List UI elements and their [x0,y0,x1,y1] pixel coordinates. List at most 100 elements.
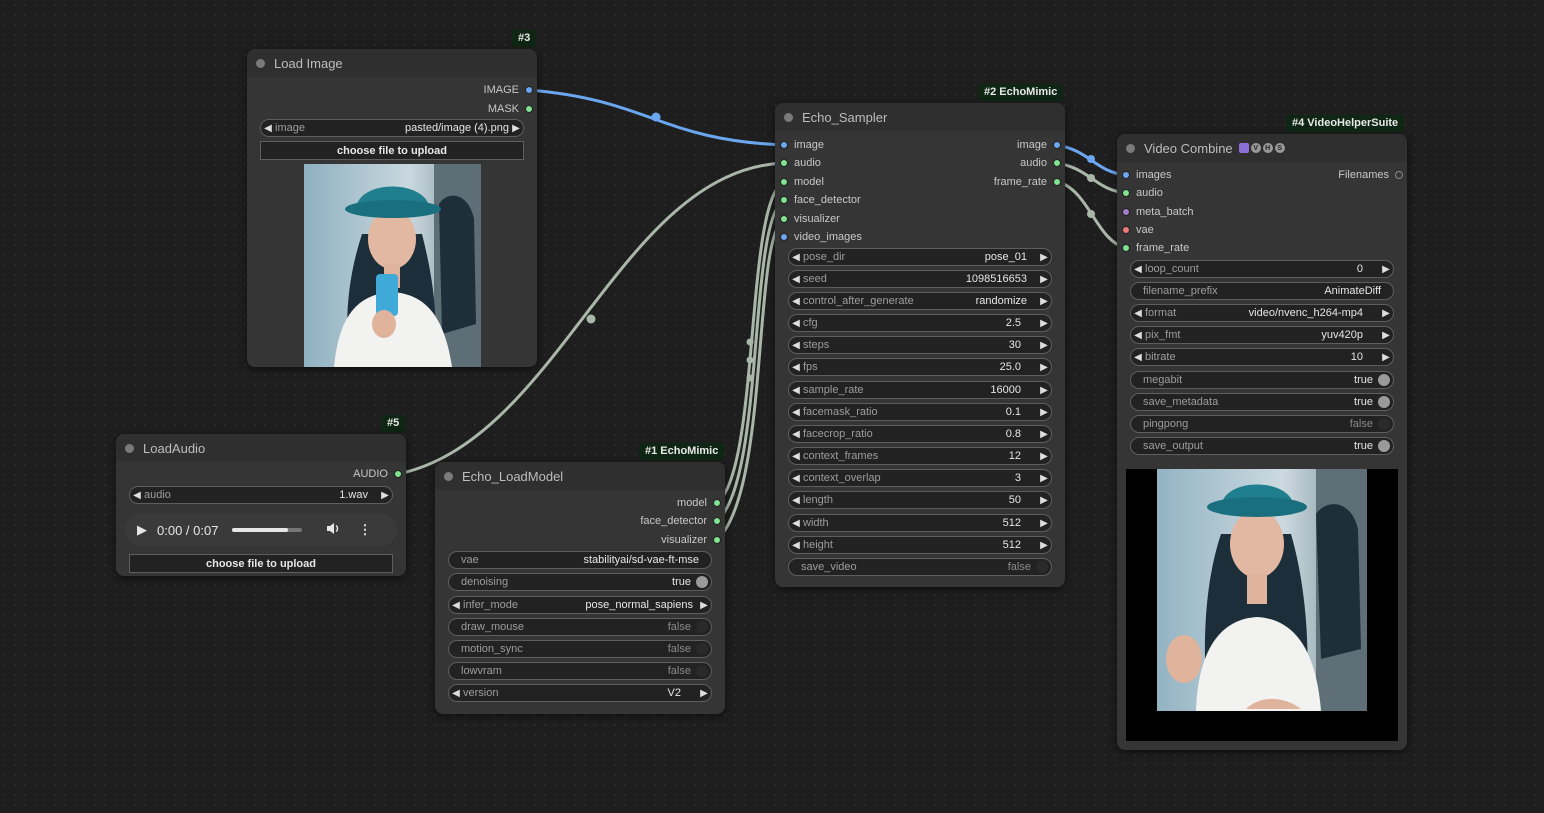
link-images-to-combine[interactable] [1054,143,1128,177]
toggle-knob-icon[interactable] [696,665,708,677]
right-arrow-icon[interactable]: ▶ [1040,539,1048,551]
left-arrow-icon[interactable]: ◀ [792,539,800,551]
output-socket-icon[interactable] [525,86,533,94]
left-arrow-icon[interactable]: ◀ [1134,329,1142,341]
more-options-icon[interactable]: ⋮ [358,522,372,537]
filename-prefix-widget[interactable]: filename_prefix AnimateDiff [1130,282,1394,300]
collapse-dot-icon[interactable] [125,443,134,453]
left-arrow-icon[interactable]: ◀ [452,687,460,699]
video-combine-node[interactable]: Video Combine V H S images audio meta_ba… [1117,134,1407,750]
left-arrow-icon[interactable]: ◀ [792,406,800,418]
node-header[interactable]: Load Image [247,49,537,77]
save-video-toggle[interactable]: save_video false [788,558,1052,576]
output-model[interactable]: model [677,495,721,511]
left-arrow-icon[interactable]: ◀ [792,339,800,351]
choose-file-button[interactable]: choose file to upload [260,141,524,160]
collapse-dot-icon[interactable] [784,112,793,122]
left-arrow-icon[interactable]: ◀ [1134,307,1142,319]
link-face-detector-to-sampler[interactable] [715,198,786,523]
toggle-knob-icon[interactable] [696,576,708,588]
right-arrow-icon[interactable]: ▶ [512,122,520,134]
motion-sync-toggle[interactable]: motion_sync false [448,640,712,658]
output-socket-icon[interactable] [394,470,402,478]
choose-file-button[interactable]: choose file to upload [129,554,393,573]
left-arrow-icon[interactable]: ◀ [264,122,272,134]
left-arrow-icon[interactable]: ◀ [792,384,800,396]
pingpong-toggle[interactable]: pingpong false [1130,415,1394,433]
output-frame-rate[interactable]: frame_rate [994,174,1061,190]
right-arrow-icon[interactable]: ▶ [1040,428,1048,440]
toggle-knob-icon[interactable] [696,621,708,633]
toggle-knob-icon[interactable] [1378,440,1390,452]
input-face-detector[interactable]: face_detector [780,192,861,208]
input-image[interactable]: image [780,137,824,153]
output-mask[interactable]: MASK [488,101,533,117]
left-arrow-icon[interactable]: ◀ [792,361,800,373]
link-midpoint[interactable] [746,338,754,346]
link-midpoint[interactable] [1087,210,1095,218]
link-model-to-sampler[interactable] [715,180,786,505]
input-socket-icon[interactable] [1122,226,1130,234]
collapse-dot-icon[interactable] [256,58,265,68]
output-filenames[interactable]: Filenames [1338,167,1403,183]
output-socket-icon[interactable] [1053,141,1061,149]
input-socket-icon[interactable] [780,233,788,241]
right-arrow-icon[interactable]: ▶ [1040,494,1048,506]
output-socket-icon[interactable] [713,499,721,507]
right-arrow-icon[interactable]: ▶ [1040,384,1048,396]
right-arrow-icon[interactable]: ▶ [1040,517,1048,529]
input-vae[interactable]: vae [1122,222,1154,238]
right-arrow-icon[interactable]: ▶ [1040,317,1048,329]
node-header[interactable]: Echo_LoadModel [435,462,725,490]
input-socket-icon[interactable] [780,196,788,204]
input-socket-icon[interactable] [1122,244,1130,252]
node-header[interactable]: LoadAudio [116,434,406,462]
link-midpoint[interactable] [746,374,754,382]
denoising-toggle[interactable]: denoising true [448,573,712,591]
save-metadata-toggle[interactable]: save_metadata true [1130,393,1394,411]
toggle-knob-icon[interactable] [1378,396,1390,408]
load-image-node[interactable]: Load Image IMAGE MASK ◀ image pasted/ima… [247,49,537,367]
output-audio[interactable]: AUDIO [353,466,402,482]
node-header[interactable]: Video Combine V H S [1117,134,1407,162]
output-audio[interactable]: audio [1020,155,1061,171]
input-visualizer[interactable]: visualizer [780,211,840,227]
left-arrow-icon[interactable]: ◀ [452,599,460,611]
left-arrow-icon[interactable]: ◀ [792,251,800,263]
input-socket-icon[interactable] [780,159,788,167]
input-video-images[interactable]: video_images [780,229,862,245]
right-arrow-icon[interactable]: ▶ [700,599,708,611]
link-midpoint[interactable] [586,314,596,324]
link-image-to-sampler[interactable] [527,88,786,147]
version-select[interactable]: ◀ version V2 ▶ [448,684,712,702]
draw-mouse-toggle[interactable]: draw_mouse false [448,618,712,636]
left-arrow-icon[interactable]: ◀ [1134,351,1142,363]
output-socket-icon[interactable] [713,517,721,525]
input-socket-icon[interactable] [1122,208,1130,216]
right-arrow-icon[interactable]: ▶ [1040,450,1048,462]
speaker-icon[interactable] [326,522,340,538]
input-frame-rate[interactable]: frame_rate [1122,240,1189,256]
output-image[interactable]: image [1017,137,1061,153]
link-midpoint[interactable] [1087,174,1095,182]
output-visualizer[interactable]: visualizer [661,532,721,548]
save-output-toggle[interactable]: save_output true [1130,437,1394,455]
left-arrow-icon[interactable]: ◀ [792,428,800,440]
left-arrow-icon[interactable]: ◀ [792,273,800,285]
node-header[interactable]: Echo_Sampler [775,103,1065,131]
input-model[interactable]: model [780,174,824,190]
output-socket-icon[interactable] [525,105,533,113]
vae-widget[interactable]: vae stabilityai/sd-vae-ft-mse [448,551,712,569]
image-select[interactable]: ◀ image pasted/image (4).png ▶ [260,119,524,137]
